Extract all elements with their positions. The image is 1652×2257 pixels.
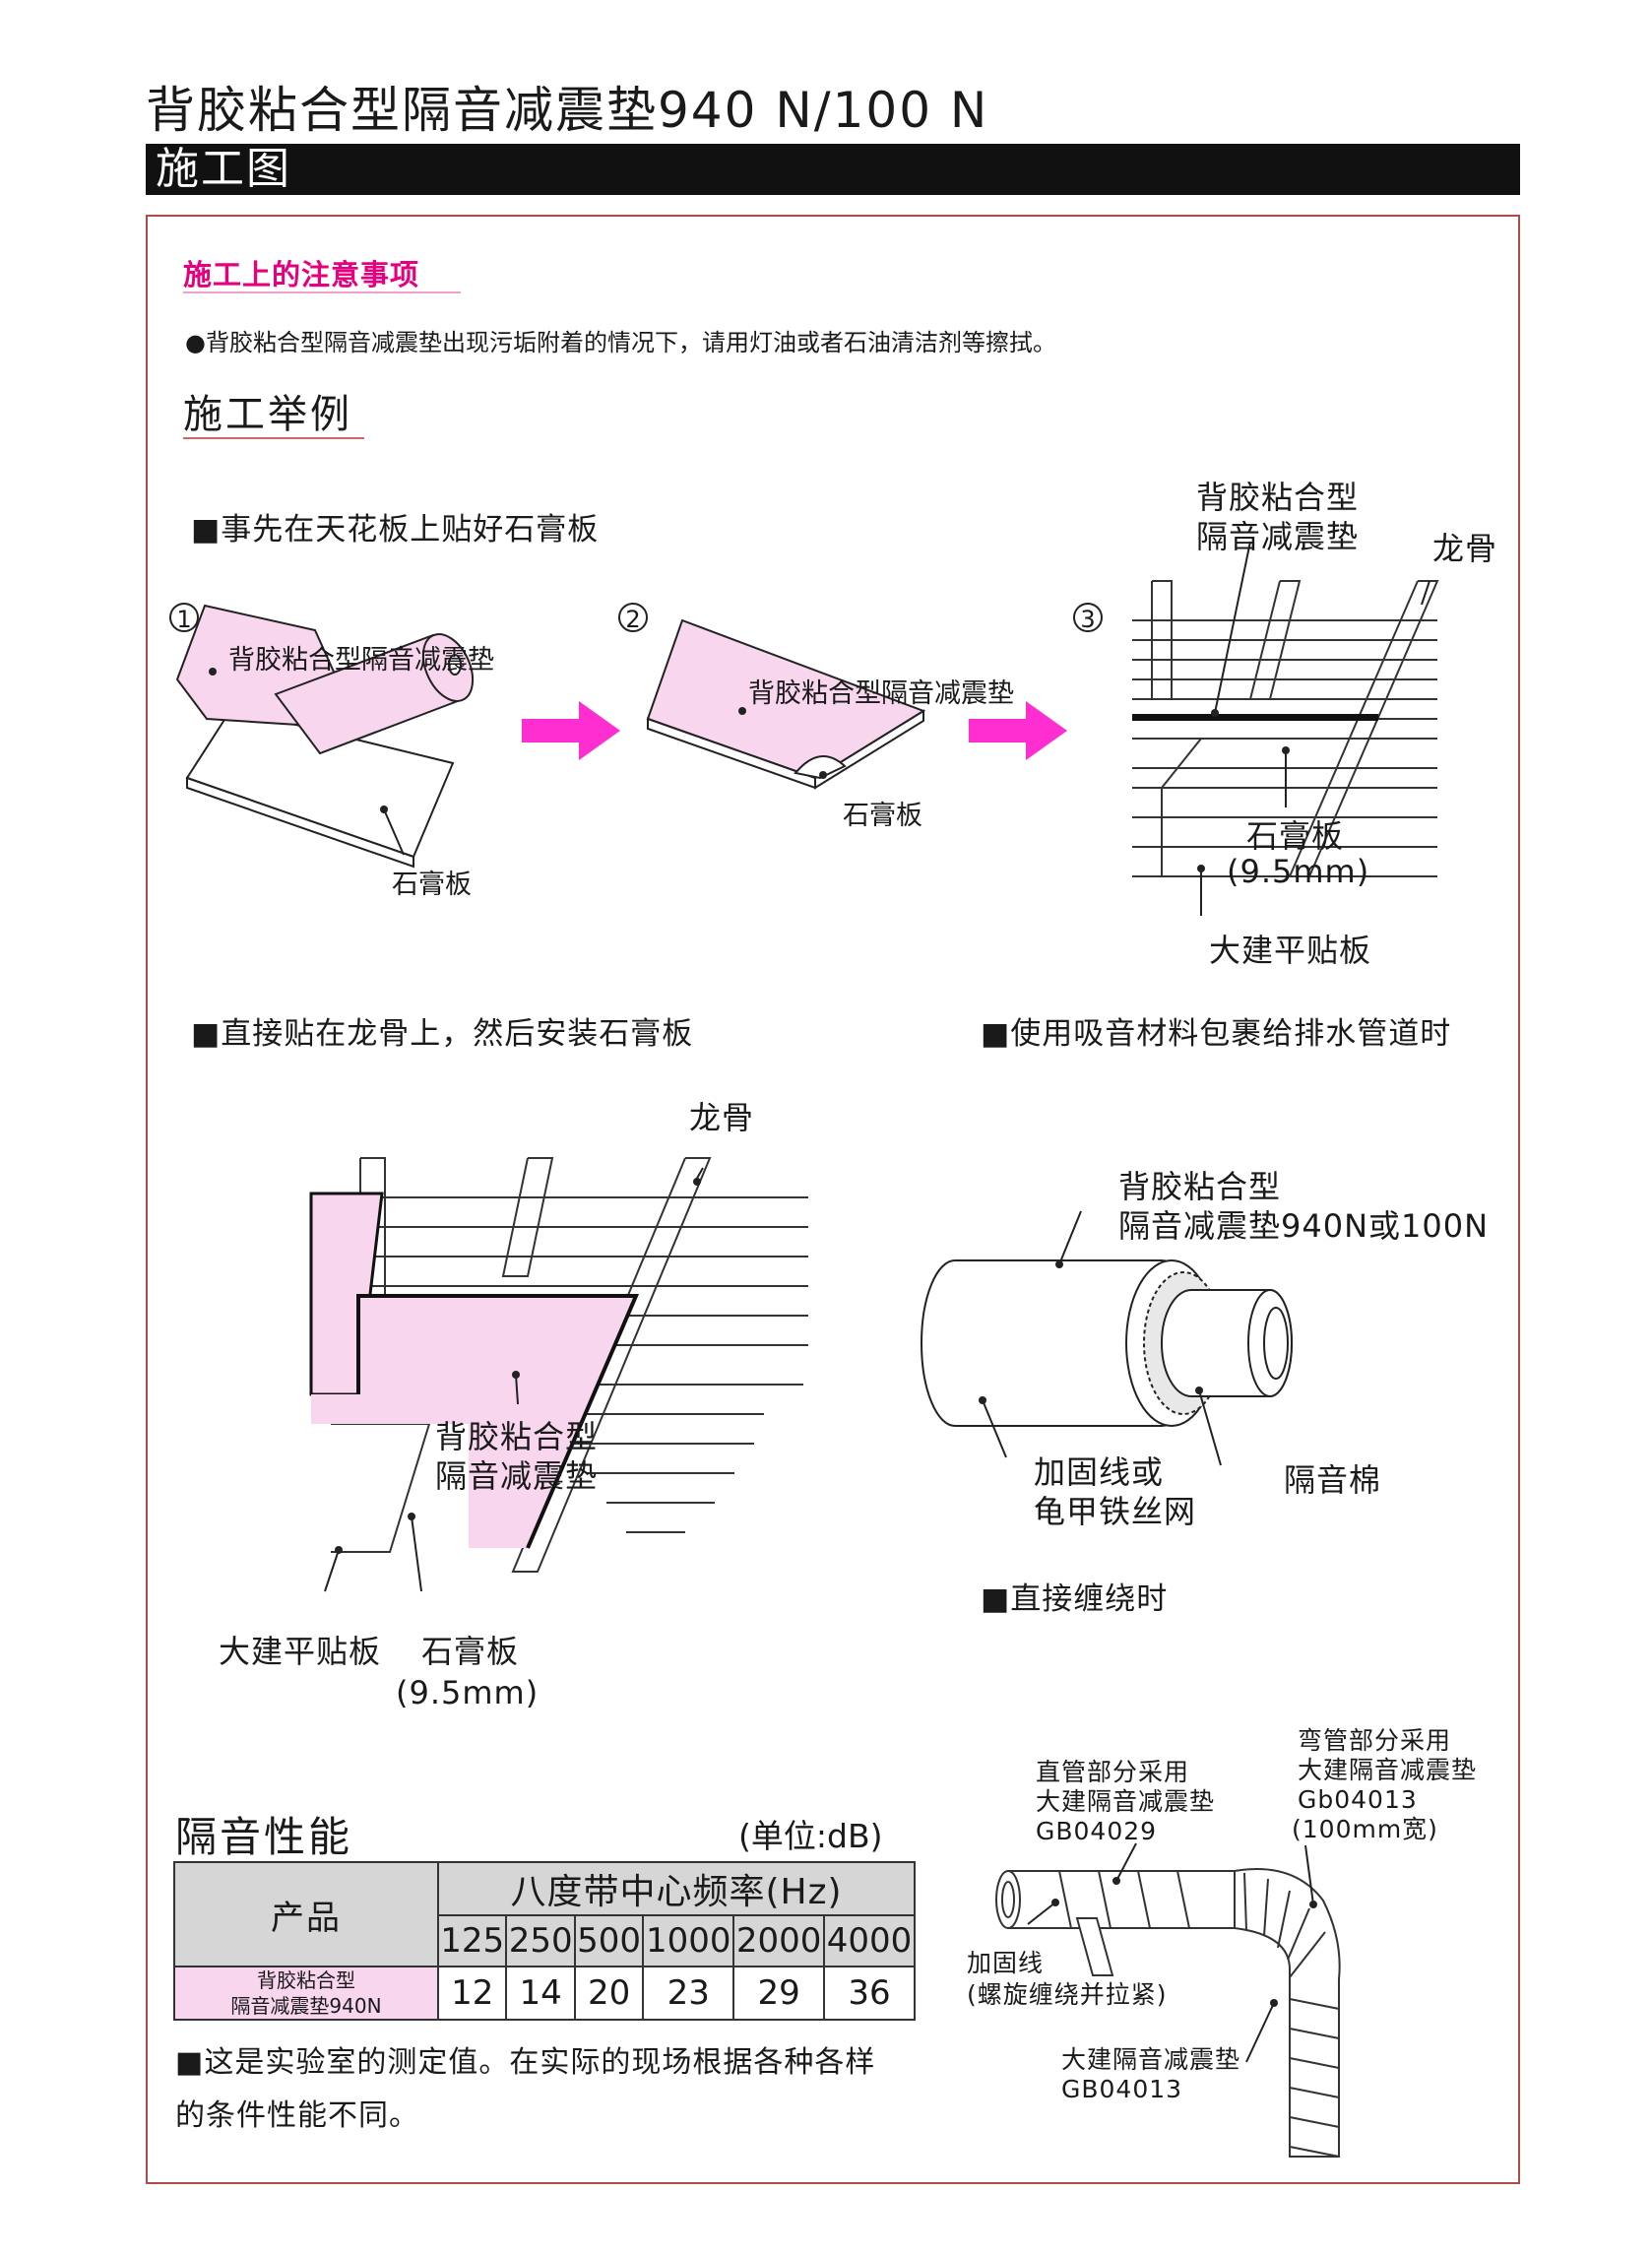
ceiling-subtitle: ■事先在天花板上贴好石膏板 <box>191 512 600 548</box>
examples-heading: 施工举例 <box>183 392 352 437</box>
wrap-bend-2: 大建隔音减震垫 <box>1298 1756 1478 1784</box>
step-2-illustration <box>646 618 926 790</box>
frequency-cell: 250 <box>505 1914 576 1967</box>
frequency-cell: 125 <box>436 1914 508 1967</box>
wrap-bend-1: 弯管部分采用 <box>1298 1726 1452 1755</box>
step-2-number: 2 <box>618 603 648 633</box>
step-3-board-thickness: (9.5mm) <box>1227 853 1370 890</box>
footnote-line-1: ■这是实验室的测定值。在实际的现场根据各种各样 <box>175 2045 876 2080</box>
joist-board-thickness: (9.5mm) <box>396 1674 540 1711</box>
value-cell: 12 <box>436 1966 508 2021</box>
product-header: 产品 <box>173 1861 439 1967</box>
step-3-pad-label-2: 隔音减震垫 <box>1196 518 1360 555</box>
step-3-joist-label: 龙骨 <box>1432 530 1498 567</box>
footnote-line-2: 的条件性能不同。 <box>175 2098 419 2133</box>
joist-board-label: 石膏板 <box>421 1633 520 1670</box>
step-2-pad-label: 背胶粘合型隔音减震垫 <box>748 678 1014 709</box>
value-cell: 23 <box>642 1966 735 2021</box>
step-3-pad-label-1: 背胶粘合型 <box>1196 479 1360 516</box>
pipe-pad-label-1: 背胶粘合型 <box>1118 1168 1282 1205</box>
notice-underline <box>183 291 461 293</box>
performance-table: 产品 八度带中心频率(Hz) 125 250 500 1000 2000 400… <box>173 1861 916 2021</box>
pipe-illustration <box>921 1210 1293 1466</box>
wrap-illustration <box>995 1842 1341 2158</box>
step-1-number: 1 <box>169 603 199 633</box>
step-1-pad-label: 背胶粘合型隔音减震垫 <box>228 645 494 676</box>
pipe-pad-label-2: 隔音减震垫940N或100N <box>1118 1207 1490 1245</box>
section-bar <box>146 144 1520 195</box>
frequency-header: 八度带中心频率(Hz) <box>437 1861 916 1916</box>
wrap-bottom-2: GB04013 <box>1061 2075 1183 2103</box>
arrow-icon <box>969 701 1067 760</box>
pipe-wire-label-1: 加固线或 <box>1034 1453 1165 1491</box>
wrap-wire-1: 加固线 <box>967 1949 1045 1977</box>
frequency-cell: 500 <box>573 1914 645 1967</box>
wrap-straight-2: 大建隔音减震垫 <box>1036 1787 1216 1816</box>
value-cell: 20 <box>573 1966 645 2021</box>
step-1-illustration <box>175 604 475 869</box>
pipe-wool-label: 隔音棉 <box>1284 1461 1382 1499</box>
step-3-board-label: 石膏板 <box>1246 817 1345 855</box>
step-2-board-label: 石膏板 <box>843 801 922 831</box>
step-1-board-label: 石膏板 <box>392 870 472 900</box>
arrow-icon <box>522 701 620 760</box>
joist-panel-label: 大建平贴板 <box>219 1633 382 1670</box>
joist-pad-label-2: 隔音减震垫 <box>435 1457 599 1495</box>
wrap-subtitle: ■直接缠绕时 <box>981 1581 1169 1617</box>
performance-footnote: ■这是实验室的测定值。在实际的现场根据各种各样 的条件性能不同。 <box>175 2036 943 2143</box>
joist-joist-label: 龙骨 <box>689 1099 755 1136</box>
value-cell: 36 <box>823 1966 916 2021</box>
performance-unit: (单位:dB) <box>738 1817 883 1855</box>
pipe-subtitle: ■使用吸音材料包裹给排水管道时 <box>981 1016 1452 1052</box>
joist-illustration <box>309 1157 808 1592</box>
product-name-line-2: 隔音减震垫940N <box>230 1994 382 2018</box>
frequency-cell: 1000 <box>642 1914 735 1967</box>
value-cell: 14 <box>505 1966 576 2021</box>
notice-heading: 施工上的注意事项 <box>183 258 420 291</box>
step-3-number: 3 <box>1073 603 1103 633</box>
step-3-illustration <box>1132 541 1439 916</box>
frequency-cell: 4000 <box>823 1914 916 1967</box>
pipe-wire-label-2: 龟甲铁丝网 <box>1034 1493 1197 1530</box>
section-title: 施工图 <box>156 144 291 194</box>
joist-subtitle: ■直接贴在龙骨上，然后安装石膏板 <box>191 1016 694 1052</box>
product-name-line-1: 背胶粘合型 <box>257 1968 355 1992</box>
content-frame <box>146 215 1520 2184</box>
wrap-straight-3: GB04029 <box>1036 1817 1158 1845</box>
notice-text: ●背胶粘合型隔音减震垫出现污垢附着的情况下，请用灯油或者石油清洁剂等擦拭。 <box>185 329 1056 356</box>
frequency-cell: 2000 <box>732 1914 826 1967</box>
wrap-straight-1: 直管部分采用 <box>1036 1758 1190 1786</box>
wrap-bottom-1: 大建隔音减震垫 <box>1061 2045 1241 2074</box>
examples-underline <box>183 437 364 439</box>
performance-heading: 隔音性能 <box>175 1813 353 1861</box>
value-cell: 29 <box>732 1966 826 2021</box>
document-title: 背胶粘合型隔音减震垫940 N/100 N <box>146 82 989 139</box>
wrap-bend-3: Gb04013 <box>1298 1785 1418 1814</box>
product-name-cell: 背胶粘合型 隔音减震垫940N <box>173 1966 439 2021</box>
step-3-panel-label: 大建平贴板 <box>1209 932 1372 969</box>
joist-pad-label-1: 背胶粘合型 <box>435 1418 599 1455</box>
wrap-wire-2: (螺旋缠绕并拉紧) <box>967 1980 1168 2009</box>
wrap-bend-4: (100mm宽) <box>1292 1815 1438 1843</box>
